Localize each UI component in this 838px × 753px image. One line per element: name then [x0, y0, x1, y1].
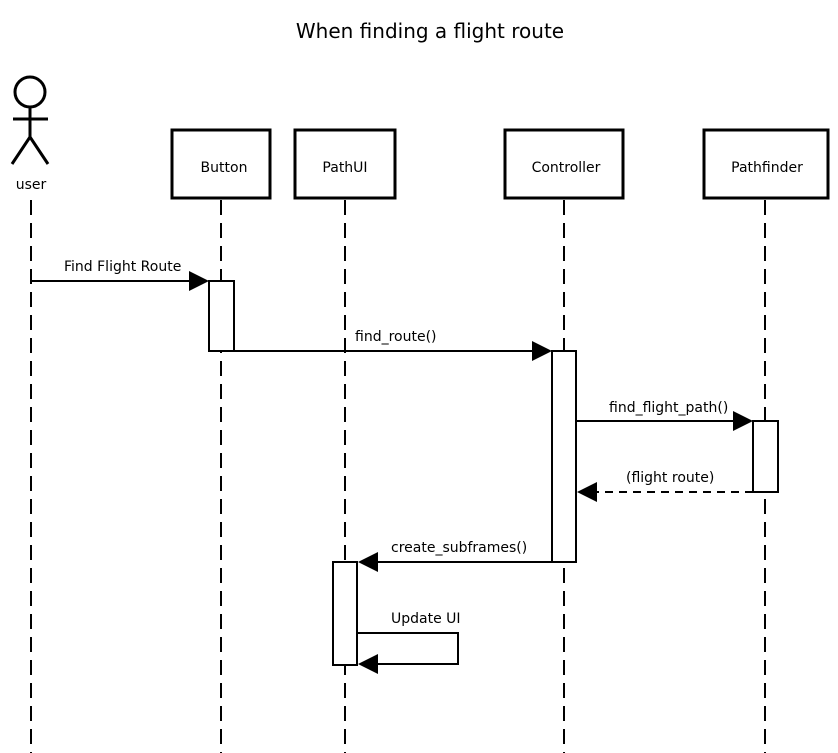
participant-label: PathUI	[322, 160, 367, 176]
activation-pathui	[332, 561, 358, 666]
participant-box	[170, 128, 272, 200]
arrowhead-icon	[577, 482, 597, 502]
participant-box	[702, 128, 830, 200]
arrowhead-icon	[358, 552, 378, 572]
message-label: (flight route)	[626, 470, 714, 486]
message-label: Find Flight Route	[64, 259, 181, 275]
message-create-subframes: create_subframes()	[358, 540, 552, 572]
message-find-flight-route: Find Flight Route	[31, 259, 209, 291]
participant-box	[293, 128, 397, 200]
participant-controller: Controller	[503, 128, 625, 200]
message-update-ui: Update UI	[357, 611, 461, 674]
message-label: find_flight_path()	[609, 400, 728, 416]
actor-user: user	[10, 75, 50, 193]
actor-head	[13, 75, 47, 109]
participant-button: Button	[170, 128, 272, 200]
arrowhead-icon	[733, 411, 753, 431]
participant-box	[503, 128, 625, 200]
participant-pathfinder: Pathfinder	[702, 128, 830, 200]
message-find-flight-path: find_flight_path()	[576, 400, 753, 431]
arrowhead-icon	[532, 341, 552, 361]
activation-pathfinder	[752, 420, 779, 493]
actor-right-leg	[28, 136, 50, 165]
message-flight-route-return: (flight route)	[577, 470, 753, 502]
message-label: find_route()	[355, 329, 437, 345]
arrowhead-icon	[189, 271, 209, 291]
participant-label: Button	[201, 160, 248, 176]
diagram-title: When finding a flight route	[296, 19, 564, 43]
message-line	[357, 632, 459, 665]
arrowhead-icon	[358, 654, 378, 674]
actor-left-leg	[10, 136, 32, 165]
participant-label: Controller	[532, 160, 601, 176]
message-label: create_subframes()	[391, 540, 527, 556]
message-label: Update UI	[391, 611, 461, 627]
activation-controller	[551, 350, 577, 563]
actor-user-label: user	[16, 177, 47, 193]
message-find-route: find_route()	[234, 329, 552, 361]
participant-label: Pathfinder	[731, 160, 803, 176]
activation-button	[208, 280, 235, 352]
participant-pathui: PathUI	[293, 128, 397, 200]
